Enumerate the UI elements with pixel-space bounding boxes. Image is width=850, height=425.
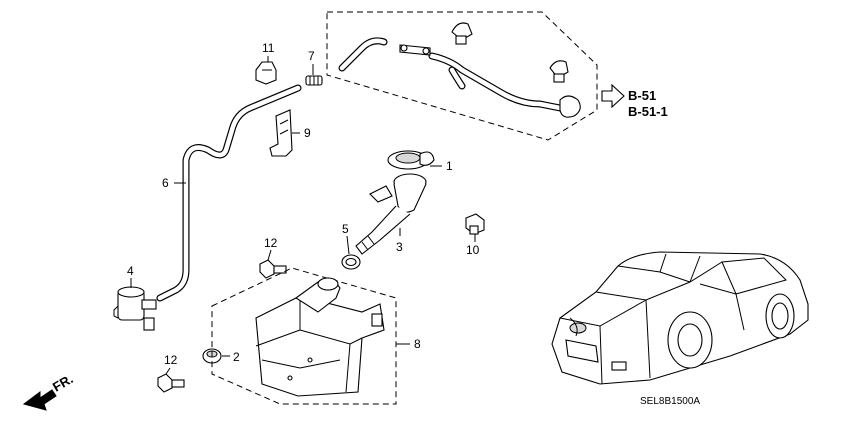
callout-2: 2	[233, 350, 240, 364]
front-marker-label: FR.	[50, 371, 76, 394]
part-7-joint	[305, 75, 323, 86]
diagram-code: SEL8B1500A	[640, 396, 700, 407]
part-8-washer-reservoir	[255, 277, 385, 397]
part-4-washer-motor	[113, 286, 157, 331]
front-arrow-icon	[22, 389, 57, 411]
part-6-washer-hose	[156, 84, 302, 302]
part-1-reservoir-cap	[387, 150, 435, 170]
nozzle-hose-clip	[559, 95, 581, 118]
nozzle-group-dashed-outline	[326, 11, 598, 141]
part-12-bolt-lower	[157, 373, 185, 393]
callout-3: 3	[396, 240, 403, 254]
part-9-hose-bracket	[269, 109, 293, 157]
ref-b51: B-51	[628, 88, 656, 103]
part-8-outline-dashed	[211, 267, 397, 405]
callout-6: 6	[162, 176, 169, 190]
callout-1: 1	[446, 159, 453, 173]
part-12-bolt-upper	[259, 259, 287, 279]
nozzle-hose	[338, 37, 579, 113]
callout-11: 11	[262, 41, 275, 55]
reference-arrow-icon	[601, 83, 625, 109]
part-11-clamp	[255, 61, 277, 85]
ref-b51-1: B-51-1	[628, 104, 668, 119]
callout-7: 7	[308, 49, 315, 63]
callout-9: 9	[304, 126, 311, 140]
washer-nozzle-lower	[549, 60, 569, 83]
car-illustration	[551, 251, 809, 385]
part-5-o-ring	[341, 254, 361, 270]
callout-10: 10	[466, 243, 480, 257]
callout-5: 5	[342, 222, 349, 236]
part-10-bolt	[465, 213, 485, 235]
washer-nozzle-upper	[451, 22, 473, 45]
part-3-filler-neck	[355, 173, 427, 255]
callout-12-lower: 12	[164, 353, 178, 367]
callout-8: 8	[414, 337, 421, 351]
callout-12-upper: 12	[264, 236, 278, 250]
callout-4: 4	[127, 264, 134, 278]
